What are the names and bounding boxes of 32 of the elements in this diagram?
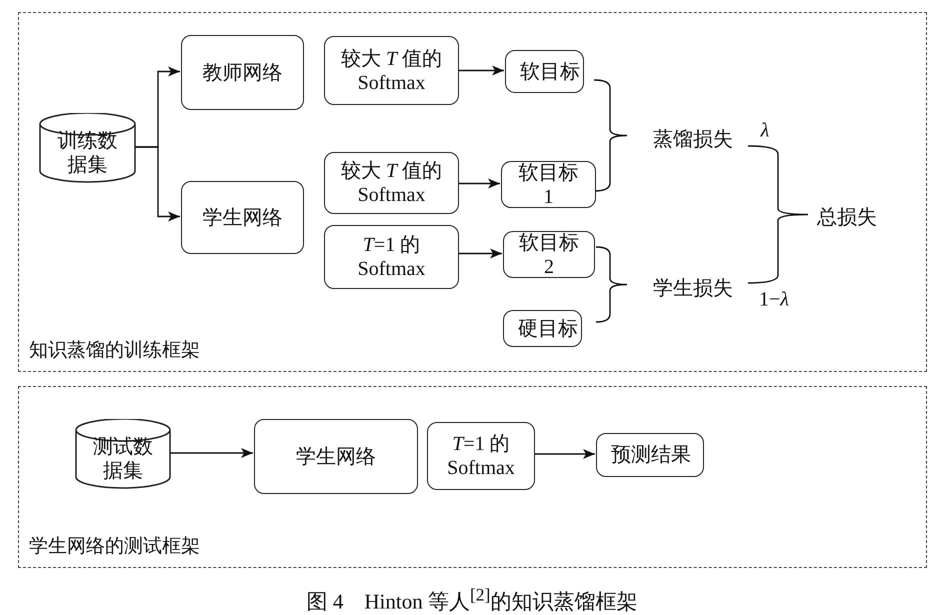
- figure-caption: 图 4 Hinton 等人$^{[2]}$的知识蒸馏框架: [306, 584, 638, 615]
- process-box: 软目标 1: [501, 161, 596, 208]
- dashed-frame: [18, 386, 927, 568]
- database-cylinder: [39, 113, 136, 183]
- arrow: [458, 248, 502, 258]
- process-box: 预测结果: [596, 433, 704, 477]
- process-box: 较大 T 值的 Softmax: [324, 36, 459, 105]
- arrow: [458, 66, 504, 76]
- process-box: 学生网络: [254, 419, 418, 494]
- process-box: 硬目标: [503, 310, 582, 347]
- dashed-frame: [18, 12, 927, 372]
- process-box: 较大 T 值的 Softmax: [324, 152, 459, 214]
- loss-label: 总损失: [817, 206, 877, 230]
- arrow: [458, 178, 500, 188]
- process-box: 软目标 2: [503, 231, 595, 278]
- process-box: T=1 的 Softmax: [324, 225, 459, 289]
- frame-title: 知识蒸馏的训练框架: [29, 339, 200, 363]
- process-box: 教师网络: [181, 35, 304, 110]
- arrow: [170, 448, 253, 458]
- loss-label: 学生损失: [653, 276, 733, 302]
- frame-title: 学生网络的测试框架: [29, 535, 200, 559]
- process-box: 软目标: [505, 50, 584, 93]
- arrow: [534, 449, 595, 459]
- cylinder-label: 测试数据集: [93, 435, 153, 483]
- cylinder-label: 训练数据集: [58, 129, 118, 177]
- process-box: T=1 的 Softmax: [427, 422, 535, 490]
- weight-symbol: λ: [760, 120, 770, 142]
- arrow: [135, 146, 180, 222]
- database-cylinder: [75, 419, 171, 489]
- loss-label: 蒸馏损失: [653, 128, 733, 152]
- loss-label: 1−λ: [759, 288, 789, 312]
- process-box: 学生网络: [181, 181, 304, 254]
